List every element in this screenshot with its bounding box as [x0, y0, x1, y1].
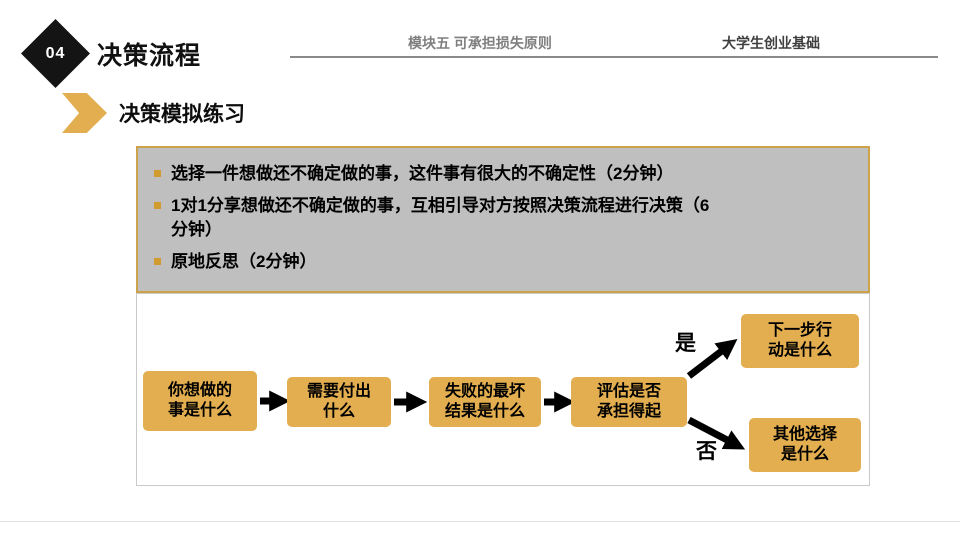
- flow-step-evaluate: 评估是否 承担得起: [571, 377, 687, 427]
- bullet-icon: [154, 258, 161, 266]
- flowchart: 你想做的 事是什么 需要付出 什么 失败的最坏 结果是什么 评估是否 承担得起 …: [136, 293, 870, 486]
- header-course-label: 大学生创业基础: [722, 35, 820, 51]
- flow-outcome-alternative: 其他选择 是什么: [749, 418, 861, 472]
- section-heading-row: 决策模拟练习: [62, 93, 245, 133]
- instructions-box: 选择一件想做还不确定做的事，这件事有很大的不确定性（2分钟） 1对1分享想做还不…: [136, 146, 870, 293]
- slide-number: 04: [45, 44, 66, 62]
- footer-divider: [0, 521, 960, 522]
- no-label: 否: [696, 440, 717, 463]
- instruction-text: 选择一件想做还不确定做的事，这件事有很大的不确定性（2分钟）: [171, 164, 674, 183]
- slide-number-badge: 04: [21, 19, 90, 88]
- header-module-label: 模块五 可承担损失原则: [408, 35, 552, 51]
- arrow-yes-branch-icon: [686, 338, 738, 379]
- bullet-icon: [154, 202, 161, 210]
- list-item: 选择一件想做还不确定做的事，这件事有很大的不确定性（2分钟）: [152, 162, 848, 185]
- list-item: 1对1分享想做还不确定做的事，互相引导对方按照决策流程进行决策（6 分钟）: [152, 194, 848, 241]
- flow-step-cost: 需要付出 什么: [287, 377, 391, 427]
- arrow-no-branch-icon: [687, 416, 746, 450]
- flow-step-idea: 你想做的 事是什么: [143, 371, 257, 431]
- flow-step-worst-case: 失败的最坏 结果是什么: [429, 377, 541, 427]
- flow-outcome-next-action: 下一步行 动是什么: [741, 314, 859, 368]
- instruction-text: 原地反思（2分钟）: [171, 252, 317, 272]
- list-item: 原地反思（2分钟）: [152, 250, 848, 273]
- instruction-text: 1对1分享想做还不确定做的事，互相引导对方按照决策流程进行决策（6 分钟）: [171, 196, 710, 239]
- yes-label: 是: [675, 332, 696, 355]
- page-title: 决策流程: [97, 42, 202, 70]
- section-heading: 决策模拟练习: [119, 103, 245, 126]
- section-arrow-icon: [62, 93, 107, 133]
- header-divider: [290, 56, 938, 58]
- flow-arrows: [260, 338, 746, 450]
- bullet-icon: [154, 170, 161, 177]
